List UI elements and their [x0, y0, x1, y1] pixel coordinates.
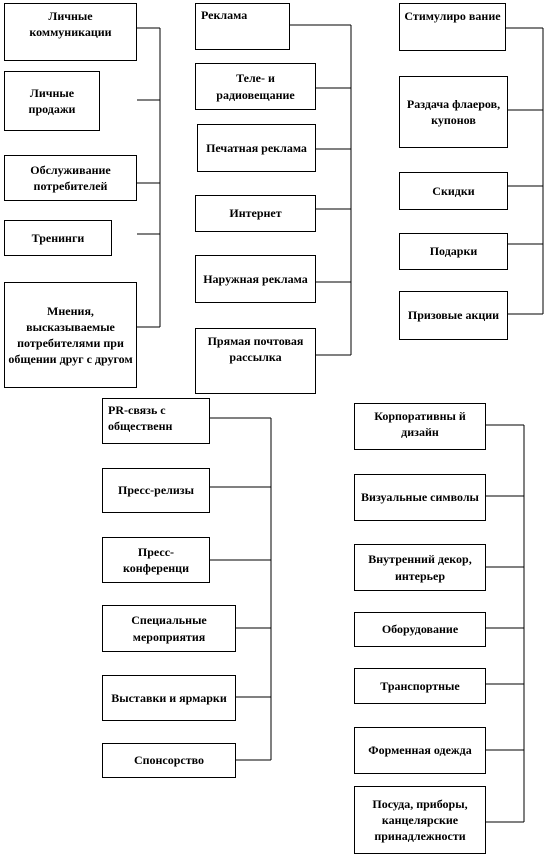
item-internet: Интернет	[195, 195, 316, 232]
item-label: Мнения, высказываемые потребителями при …	[8, 303, 133, 367]
group-title-public-relations: PR-связь с общественн	[102, 398, 210, 444]
item-label: Подарки	[429, 244, 478, 259]
item-outdoor-ads: Наружная реклама	[195, 255, 316, 303]
group-title-corporate-design: Корпоративны й дизайн	[354, 403, 486, 450]
item-special-events: Специальные мероприятия	[102, 605, 236, 652]
group-title-advertising: Реклама	[195, 3, 290, 50]
item-label: Тренинги	[31, 230, 85, 245]
item-label: Печатная реклама	[206, 140, 307, 155]
item-tv-radio: Теле- и радиовещание	[195, 63, 316, 110]
item-label: Наружная реклама	[203, 271, 308, 286]
item-uniform: Форменная одежда	[354, 727, 486, 774]
item-label: Форменная одежда	[368, 743, 472, 758]
item-label: Пресс-релизы	[118, 483, 194, 498]
item-personal-sales: Личные продажи	[4, 71, 100, 131]
item-visual-symbols: Визуальные символы	[354, 474, 486, 521]
item-label: Личные продажи	[28, 85, 76, 116]
item-direct-mail: Прямая почтовая рассылка	[195, 328, 316, 394]
item-label: Раздача флаеров, купонов	[406, 96, 501, 127]
group-title-label: Корпоративны й дизайн	[374, 409, 466, 440]
item-label: Обслуживание потребителей	[30, 162, 111, 193]
item-label: Интернет	[229, 206, 282, 221]
item-label: Прямая почтовая рассылка	[207, 334, 304, 365]
item-label: Пресс-конференци	[122, 544, 190, 575]
item-flyers-coupons: Раздача флаеров, купонов	[399, 76, 508, 148]
group-title-sales-promotion: Стимулиро вание	[399, 3, 506, 51]
item-label: Призовые акции	[407, 308, 500, 323]
item-trainings: Тренинги	[4, 220, 112, 256]
item-word-of-mouth: Мнения, высказываемые потребителями при …	[4, 282, 137, 388]
item-label: Скидки	[432, 183, 475, 198]
item-label: Посуда, приборы, канцелярские принадлежн…	[372, 796, 468, 844]
group-title-personal-communications: Личные коммуникации	[4, 3, 137, 61]
item-transport: Транспортные	[354, 668, 486, 704]
item-press-releases: Пресс-релизы	[102, 468, 210, 513]
item-label: Визуальные символы	[361, 490, 479, 505]
item-label: Внутренний декор, интерьер	[368, 552, 472, 583]
item-tableware-stationery: Посуда, приборы, канцелярские принадлежн…	[354, 786, 486, 854]
item-customer-service: Обслуживание потребителей	[4, 155, 137, 201]
group-title-label: Реклама	[201, 8, 248, 22]
group-title-label: PR-связь с общественн	[108, 403, 173, 434]
item-print-ads: Печатная реклама	[197, 124, 316, 172]
group-title-label: Личные коммуникации	[29, 9, 112, 40]
item-label: Специальные мероприятия	[131, 613, 207, 644]
item-label: Выставки и ярмарки	[111, 690, 227, 705]
group-title-label: Стимулиро вание	[404, 9, 501, 23]
item-label: Теле- и радиовещание	[216, 71, 295, 102]
item-interior-decor: Внутренний декор, интерьер	[354, 544, 486, 591]
item-label: Оборудование	[381, 622, 459, 637]
item-label: Спонсорство	[133, 753, 205, 768]
item-sponsorship: Спонсорство	[102, 743, 236, 778]
item-gifts: Подарки	[399, 233, 508, 270]
item-exhibitions-fairs: Выставки и ярмарки	[102, 675, 236, 721]
item-press-conferences: Пресс-конференци	[102, 537, 210, 583]
item-prize-promotions: Призовые акции	[399, 291, 508, 340]
item-label: Транспортные	[380, 678, 460, 693]
item-equipment: Оборудование	[354, 612, 486, 647]
item-discounts: Скидки	[399, 172, 508, 210]
